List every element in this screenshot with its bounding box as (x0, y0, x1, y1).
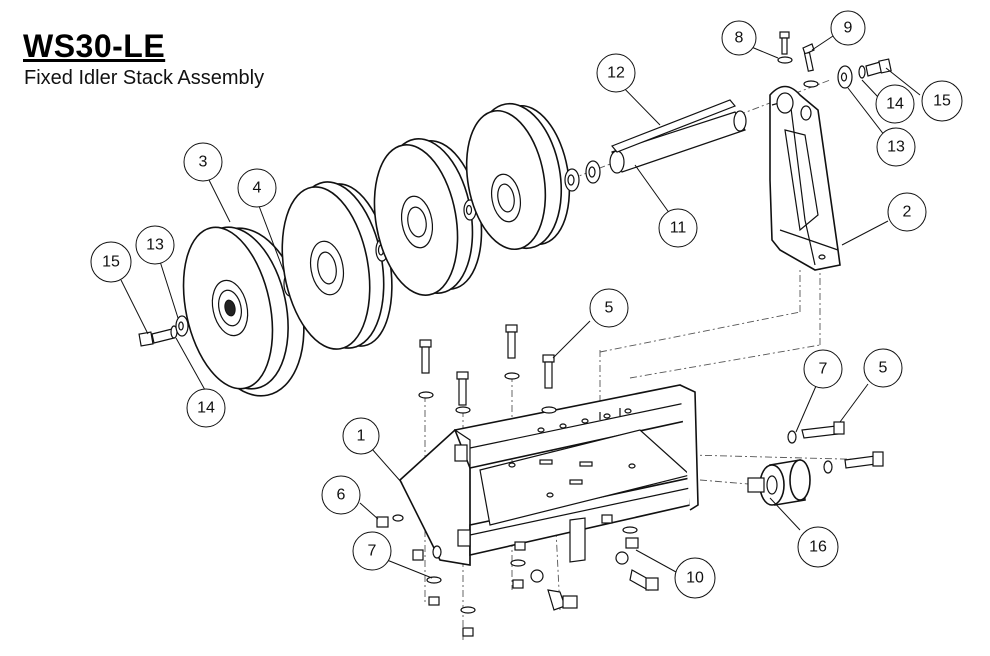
svg-text:7: 7 (368, 543, 377, 560)
svg-text:6: 6 (337, 487, 346, 504)
diagram-subtitle: Fixed Idler Stack Assembly (24, 67, 265, 89)
frame-bolts-top (418, 324, 557, 414)
callout-7-left: 7 (352, 531, 392, 571)
callout-1: 1 (342, 417, 380, 455)
svg-text:13: 13 (887, 139, 905, 156)
svg-text:4: 4 (253, 180, 262, 197)
svg-text:16: 16 (809, 539, 827, 556)
right-bolts (787, 421, 884, 474)
svg-text:5: 5 (605, 300, 614, 317)
callout-16: 16 (797, 526, 839, 568)
svg-text:10: 10 (686, 570, 704, 587)
top-bolts (777, 31, 819, 88)
svg-text:9: 9 (844, 20, 853, 37)
svg-text:14: 14 (886, 96, 904, 113)
callout-12: 12 (596, 53, 636, 93)
svg-text:14: 14 (197, 400, 215, 417)
side-bolt-left (138, 315, 189, 347)
sheave-c (373, 138, 483, 296)
callout-11: 11 (658, 208, 698, 248)
callout-7-right: 7 (803, 349, 843, 389)
callout-3: 3 (183, 142, 223, 182)
callout-6: 6 (321, 475, 361, 515)
callout-15-left: 15 (90, 241, 132, 283)
svg-text:1: 1 (357, 428, 366, 445)
key-12 (611, 99, 736, 153)
svg-text:3: 3 (199, 154, 208, 171)
bracket-2 (769, 85, 841, 271)
callout-4: 4 (237, 168, 277, 208)
callout-5-right: 5 (863, 348, 903, 388)
sheave-b (281, 181, 393, 350)
svg-text:12: 12 (607, 65, 625, 82)
side-bolt-right (837, 58, 892, 89)
callout-10: 10 (674, 557, 716, 599)
roller-16 (747, 459, 811, 506)
svg-text:5: 5 (879, 360, 888, 377)
callout-9: 9 (830, 10, 866, 46)
base-frame-1 (399, 384, 699, 566)
callout-5-center: 5 (589, 288, 629, 328)
sheave-3 (182, 226, 305, 397)
svg-text:15: 15 (102, 254, 120, 271)
svg-text:2: 2 (903, 204, 912, 221)
shaft-11 (609, 110, 747, 174)
frame-nuts-bottom (376, 514, 659, 637)
callout-14-top: 14 (875, 84, 915, 124)
leader-lines (120, 33, 921, 579)
callout-13-left: 13 (135, 225, 175, 265)
svg-text:11: 11 (670, 220, 687, 237)
callout-14-left: 14 (186, 388, 226, 428)
callout-2: 2 (887, 192, 927, 232)
callout-8: 8 (721, 20, 757, 56)
svg-text:7: 7 (819, 361, 828, 378)
svg-text:13: 13 (146, 237, 164, 254)
callout-15-top: 15 (921, 80, 963, 122)
callout-13-top: 13 (876, 127, 916, 167)
svg-text:15: 15 (933, 93, 951, 110)
shaft-washers (564, 160, 601, 192)
sheave-d (465, 102, 571, 251)
svg-text:8: 8 (735, 30, 744, 47)
diagram-title: WS30-LE (23, 28, 166, 64)
